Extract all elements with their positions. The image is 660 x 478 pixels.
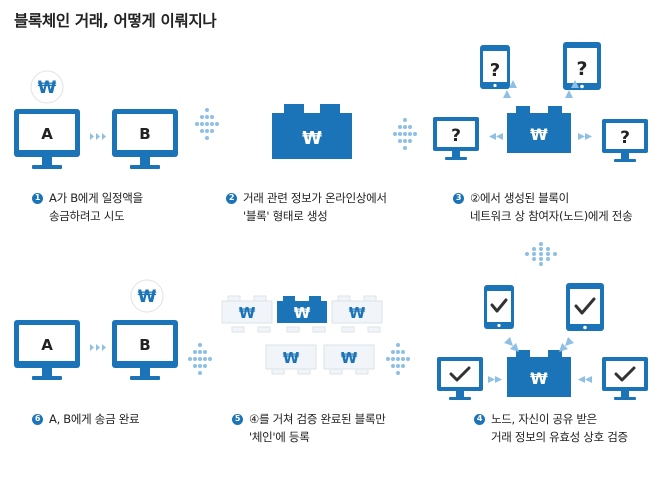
transfer-arrows-icon xyxy=(90,344,106,351)
svg-text:?: ? xyxy=(620,128,630,148)
node-phone-check-icon xyxy=(484,285,514,329)
chain-blocks-icon: ₩ ₩ ₩ ₩ ₩ xyxy=(221,295,383,375)
monitor-a-icon: A xyxy=(14,320,80,380)
won-coin-icon: ₩ xyxy=(30,70,64,104)
step-number-badge: 1 xyxy=(32,192,43,204)
converge-arrows-icon xyxy=(488,337,592,383)
svg-text:₩: ₩ xyxy=(283,349,300,367)
svg-text:₩: ₩ xyxy=(38,78,57,98)
step-number-badge: 3 xyxy=(453,192,464,204)
svg-text:₩: ₩ xyxy=(239,304,256,322)
svg-text:B: B xyxy=(139,125,150,143)
svg-text:₩: ₩ xyxy=(138,287,157,307)
transfer-arrows-icon xyxy=(90,133,106,140)
node-tablet-check-icon xyxy=(566,283,604,331)
step-number-badge: 2 xyxy=(226,192,237,204)
monitor-b-icon: B xyxy=(112,320,178,380)
step-number-badge: 5 xyxy=(232,413,243,425)
node-monitor-check-icon xyxy=(602,357,648,400)
monitor-b-icon: B xyxy=(112,109,178,169)
node-monitor-check-icon xyxy=(437,357,483,400)
svg-text:₩: ₩ xyxy=(530,125,548,144)
node-monitor-question-icon: ? xyxy=(602,119,648,162)
block-icon: ₩ xyxy=(272,104,352,159)
svg-text:A: A xyxy=(41,336,53,354)
svg-text:?: ? xyxy=(451,126,461,146)
svg-text:₩: ₩ xyxy=(530,369,548,388)
arrow-right-dots-icon xyxy=(195,108,219,140)
node-tablet-question-icon: ? xyxy=(563,42,601,90)
step-number-badge: 6 xyxy=(32,413,43,425)
svg-text:A: A xyxy=(41,125,53,143)
block-icon: ₩ xyxy=(507,350,571,397)
svg-text:?: ? xyxy=(576,58,587,80)
step-number-badge: 4 xyxy=(474,413,485,425)
monitor-a-icon: A xyxy=(14,109,80,169)
svg-text:₩: ₩ xyxy=(302,128,322,149)
svg-text:₩: ₩ xyxy=(294,304,311,322)
svg-text:?: ? xyxy=(490,60,500,81)
node-phone-question-icon: ? xyxy=(480,45,510,89)
node-monitor-question-icon: ? xyxy=(433,117,479,160)
svg-text:₩: ₩ xyxy=(341,349,358,367)
block-icon: ₩ xyxy=(507,106,571,153)
arrow-left-dots-icon xyxy=(386,343,410,375)
svg-text:₩: ₩ xyxy=(349,304,366,322)
broadcast-arrows-icon xyxy=(489,80,592,140)
arrow-left-dots-icon xyxy=(188,343,212,375)
won-coin-icon: ₩ xyxy=(130,279,164,313)
svg-text:B: B xyxy=(139,336,150,354)
arrow-down-dots-icon xyxy=(525,242,557,266)
arrow-right-dots-icon xyxy=(393,118,417,150)
page-title: 블록체인 거래, 어떻게 이뤄지나 xyxy=(14,12,217,30)
